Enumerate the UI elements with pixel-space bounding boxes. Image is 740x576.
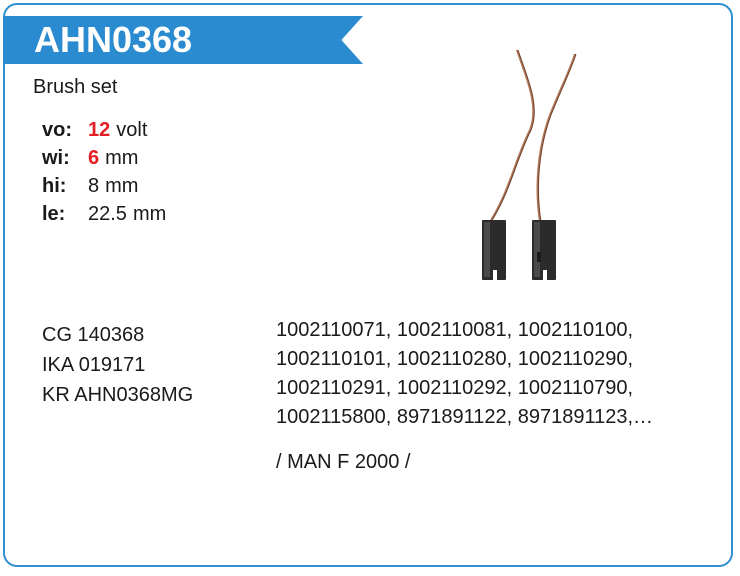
spec-unit: volt	[116, 119, 148, 141]
spec-list: vo: 12 volt wi: 6 mm hi: 8 mm le: 22.5 m…	[42, 116, 166, 228]
spec-unit: mm	[105, 147, 139, 169]
cross-reference-item: IKA 019171	[42, 354, 146, 376]
oem-number-list: 1002110071, 1002110081, 1002110100, 1002…	[276, 316, 653, 432]
spec-key: wi:	[42, 147, 70, 169]
spec-unit: mm	[105, 175, 139, 197]
spec-row-length: le: 22.5 mm	[42, 200, 166, 228]
cross-reference-list: CG 140368 IKA 019171 KR AHN0368MG	[42, 320, 193, 410]
spec-row-voltage: vo: 12 volt	[42, 116, 166, 144]
cross-reference-item: KR AHN0368MG	[42, 384, 194, 406]
title-banner	[3, 16, 363, 64]
spec-value: 6	[88, 147, 100, 169]
spec-key: le:	[42, 203, 66, 225]
oem-number-line: 1002110291, 1002110292, 1002110790,	[276, 377, 634, 399]
spec-key: hi:	[42, 175, 67, 197]
spec-value: 12	[88, 119, 111, 141]
spec-key: vo:	[42, 119, 72, 141]
spec-row-width: wi: 6 mm	[42, 144, 166, 172]
oem-number-line: 1002115800, 8971891122, 8971891123,…	[276, 406, 654, 428]
product-card	[3, 3, 733, 567]
vehicle-application: / MAN F 2000 /	[276, 451, 411, 473]
spec-unit: mm	[132, 203, 167, 225]
spec-row-height: hi: 8 mm	[42, 172, 166, 200]
product-description: Brush set	[33, 76, 118, 98]
oem-number-line: 1002110101, 1002110280, 1002110290,	[276, 348, 634, 370]
cross-reference-item: CG 140368	[42, 324, 145, 346]
product-code: AHN0368	[34, 19, 193, 60]
oem-number-line: 1002110071, 1002110081, 1002110100,	[276, 319, 634, 341]
spec-value: 22.5	[88, 203, 127, 225]
spec-value: 8	[88, 175, 100, 197]
carbon-brush-pair-icon	[482, 49, 577, 280]
